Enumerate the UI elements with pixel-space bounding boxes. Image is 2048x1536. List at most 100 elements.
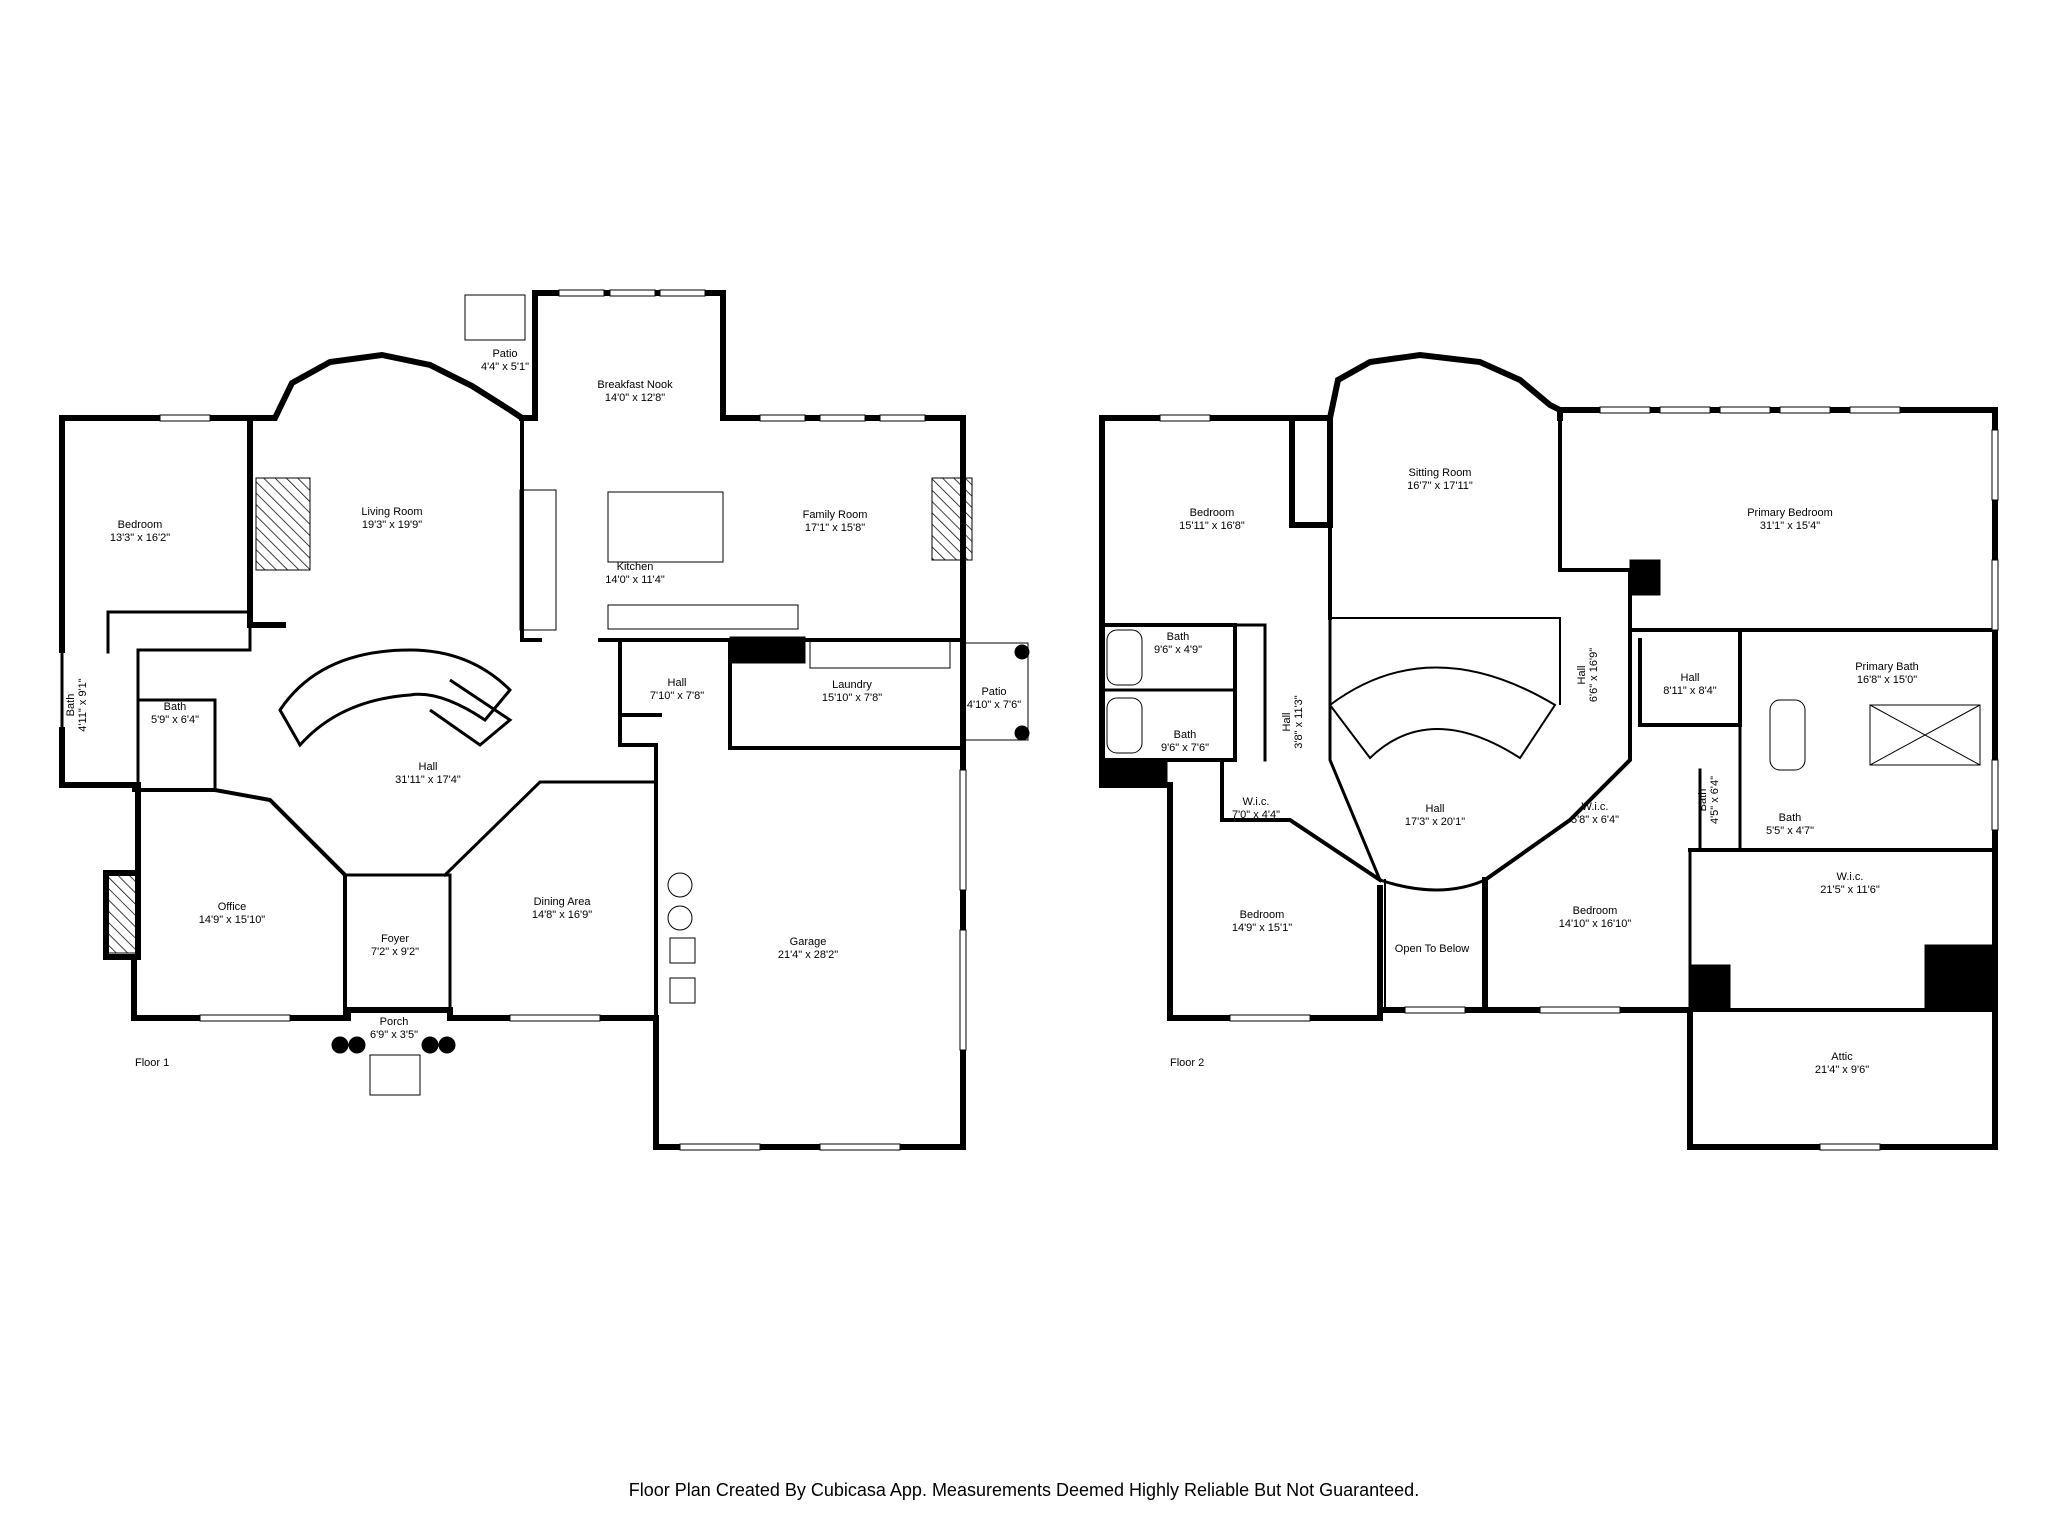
room-dims: 7'0" x 4'4" <box>1232 809 1280 821</box>
porch-steps <box>369 1054 421 1096</box>
room-dims: 4'11" x 9'1" <box>77 678 89 731</box>
room-dims: 3'8" x 11'3" <box>1293 695 1305 748</box>
patio-steps <box>464 294 526 341</box>
staircase-landing <box>429 678 513 747</box>
floor2-fixtures <box>1101 559 1996 1011</box>
room-name: W.i.c. <box>1582 801 1609 813</box>
room-dims: 31'1" x 15'4" <box>1760 520 1820 532</box>
room-name: Patio <box>492 348 517 360</box>
floor2-labels: Bedroom 15'11" x 16'8" Sitting Room 16'7… <box>1154 467 1919 1076</box>
room-dims: 4'4" x 5'1" <box>481 361 529 373</box>
room-name: Open To Below <box>1395 943 1469 955</box>
room-name: Primary Bedroom <box>1747 507 1833 519</box>
room-name: Foyer <box>381 933 409 945</box>
room-dims: 6'9" x 3'5" <box>370 1029 418 1041</box>
room-name: Bath <box>1167 631 1190 643</box>
floor-label: Floor 2 <box>1170 1057 1204 1069</box>
column-icon <box>331 1036 349 1054</box>
garage-fixture-icon <box>669 937 696 964</box>
room-dims: 21'5" x 11'6" <box>1820 884 1880 896</box>
room-name: Hall <box>1681 672 1700 684</box>
room-dims: 5'8" x 6'4" <box>1571 814 1619 826</box>
kitchen-cabinet <box>519 489 557 631</box>
floor2-walls <box>1099 351 1998 1150</box>
room-dims: 21'4" x 28'2" <box>778 949 838 961</box>
floor1-walls <box>59 290 966 1150</box>
room-dims: 6'6" x 16'9" <box>1588 648 1600 702</box>
room-dims: 9'6" x 4'9" <box>1154 644 1202 656</box>
room-name: Bath <box>1174 729 1197 741</box>
room-name: Attic <box>1831 1051 1853 1063</box>
room-dims: 15'10" x 7'8" <box>822 692 882 704</box>
room-name: Breakfast Nook <box>597 379 673 391</box>
fireplace-icon <box>255 477 311 571</box>
column-icon <box>421 1036 439 1054</box>
room-name: Hall <box>419 761 438 773</box>
room-name: Bedroom <box>1240 909 1285 921</box>
room-name: Garage <box>790 936 827 948</box>
room-name: Office <box>218 901 247 913</box>
room-name: Bath <box>164 701 187 713</box>
room-name: Bath <box>1779 812 1802 824</box>
room-dims: 14'0" x 12'8" <box>605 392 665 404</box>
garage-fixture-icon <box>667 905 693 931</box>
room-name: Bedroom <box>118 519 163 531</box>
room-name: W.i.c. <box>1837 871 1864 883</box>
room-dims: 15'11" x 16'8" <box>1179 520 1245 532</box>
closet-block <box>1924 944 1996 1011</box>
room-dims: 21'4" x 9'6" <box>1815 1064 1869 1076</box>
room-name: Sitting Room <box>1409 467 1472 479</box>
room-dims: 4'10" x 7'6" <box>967 699 1021 711</box>
room-dims: 16'8" x 15'0" <box>1857 674 1917 686</box>
floor1-windows <box>159 289 967 1151</box>
closet-block <box>1101 759 1168 786</box>
room-dims: 14'10" x 16'10" <box>1559 918 1632 930</box>
garage-fixture-icon <box>669 977 696 1004</box>
shower-icon <box>1869 704 1981 766</box>
room-name: Patio <box>981 686 1006 698</box>
room-dims: 17'3" x 20'1" <box>1405 816 1465 828</box>
room-name: Laundry <box>832 679 872 691</box>
garage-fixture-icon <box>667 872 693 898</box>
floor1-labels: Breakfast Nook 14'0" x 12'8" Patio 4'4" … <box>65 348 1021 1069</box>
stair-opening <box>1330 617 1561 705</box>
room-dims: 14'9" x 15'1" <box>1232 922 1292 934</box>
column-icon <box>438 1036 456 1054</box>
laundry-wall-block <box>729 636 806 664</box>
room-dims: 31'11" x 17'4" <box>395 774 461 786</box>
room-dims: 13'3" x 16'2" <box>110 532 170 544</box>
room-name: Family Room <box>803 509 868 521</box>
staircase-icon <box>278 648 513 748</box>
room-dims: 7'10" x 7'8" <box>650 690 704 702</box>
closet-block <box>1629 559 1661 596</box>
fireplace-icon <box>931 477 973 561</box>
room-dims: 7'2" x 9'2" <box>371 946 419 958</box>
room-name: Bath <box>1697 789 1709 812</box>
room-name: Bath <box>65 694 77 717</box>
laundry-counter <box>809 639 951 669</box>
column-icon <box>1014 725 1030 741</box>
room-name: W.i.c. <box>1243 796 1270 808</box>
floor1-fixtures <box>105 294 1030 1096</box>
fireplace-icon <box>105 872 139 954</box>
room-dims: 16'7" x 17'11" <box>1407 480 1473 492</box>
room-dims: 8'11" x 8'4" <box>1663 685 1716 697</box>
room-name: Hall <box>1576 666 1588 685</box>
room-dims: 19'3" x 19'9" <box>362 519 422 531</box>
column-icon <box>1014 644 1030 660</box>
kitchen-island <box>607 491 724 563</box>
bathtub-icon <box>1769 699 1806 771</box>
bathtub-icon <box>1106 629 1143 686</box>
room-dims: 17'1" x 15'8" <box>805 522 865 534</box>
room-name: Primary Bath <box>1855 661 1919 673</box>
room-name: Living Room <box>361 506 422 518</box>
room-dims: 5'9" x 6'4" <box>151 714 199 726</box>
room-name: Bedroom <box>1190 507 1235 519</box>
patio-outline <box>962 642 1029 741</box>
room-name: Porch <box>380 1016 409 1028</box>
room-dims: 14'9" x 15'10" <box>199 914 266 926</box>
staircase-icon <box>1328 666 1557 760</box>
room-name: Hall <box>1281 713 1293 732</box>
kitchen-counter <box>607 604 799 630</box>
